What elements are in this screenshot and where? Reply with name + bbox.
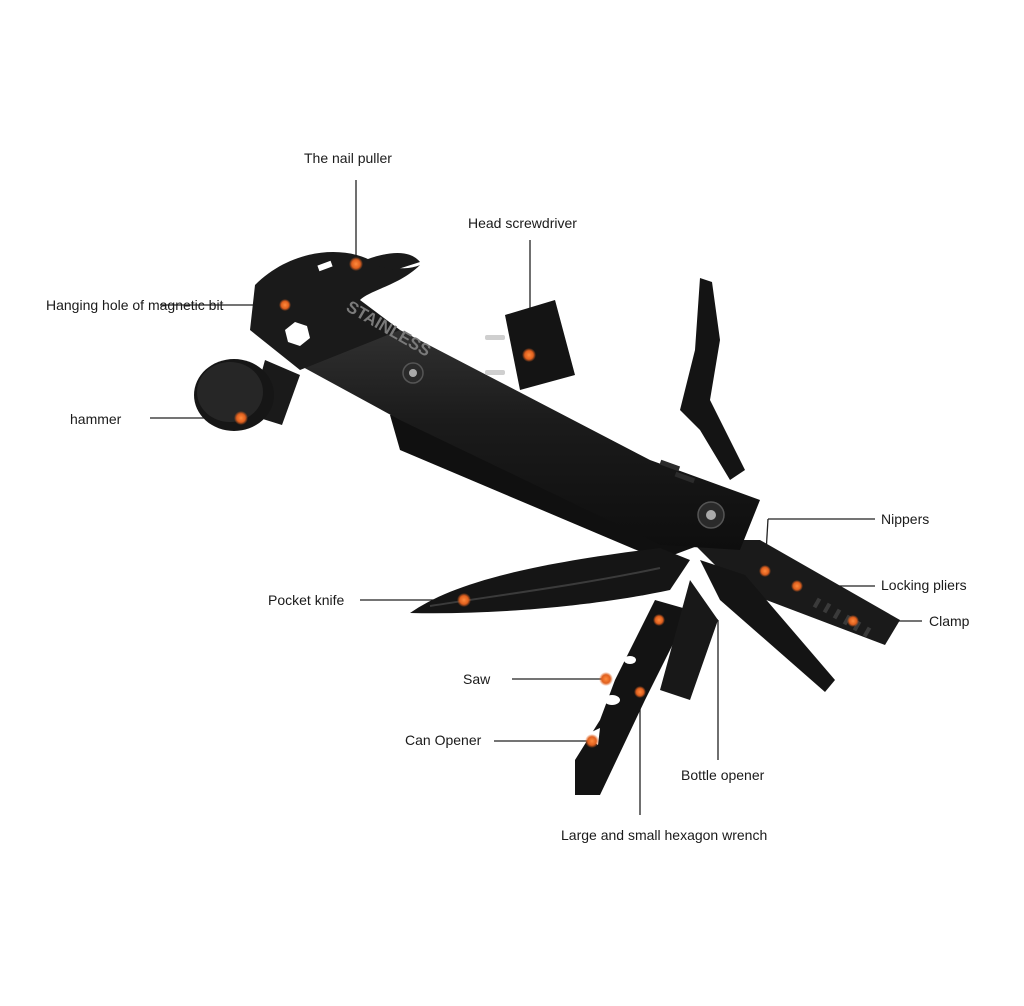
wrench-hole-large <box>604 695 620 705</box>
saw-arm <box>575 600 690 795</box>
marker-bottle-opener <box>653 614 665 626</box>
label-nippers: Nippers <box>881 511 930 527</box>
callout-markers <box>234 257 859 748</box>
claw-slot <box>317 260 333 272</box>
knife-blade <box>410 548 690 614</box>
multitool-body <box>194 252 900 795</box>
nail-puller-claw <box>360 253 420 270</box>
label-clamp: Clamp <box>929 613 970 629</box>
label-can-opener: Can Opener <box>405 732 482 748</box>
bit-holder <box>505 300 575 390</box>
marker-clamp <box>847 615 859 627</box>
label-pocket-knife: Pocket knife <box>268 592 345 608</box>
handle-slots <box>659 459 696 484</box>
marker-hanging-hole <box>279 299 291 311</box>
upright-blade <box>680 278 745 480</box>
label-hammer: hammer <box>70 411 122 427</box>
marker-pocket-knife <box>457 593 471 607</box>
marker-saw <box>599 672 613 686</box>
marker-can-opener <box>585 734 599 748</box>
hex-hole <box>285 322 310 346</box>
marker-hammer <box>234 411 248 425</box>
marker-nippers <box>759 565 771 577</box>
label-head-screwdriver: Head screwdriver <box>468 215 577 231</box>
marker-head-screwdriver <box>522 348 536 362</box>
wrench-hole-small <box>624 656 636 664</box>
label-hex-wrench: Large and small hexagon wrench <box>561 827 768 843</box>
label-locking-pliers: Locking pliers <box>881 577 967 593</box>
main-handle <box>290 290 760 550</box>
label-nail-puller: The nail puller <box>304 150 392 166</box>
marker-nail-puller <box>349 257 363 271</box>
label-hanging-hole: Hanging hole of magnetic bit <box>46 297 224 313</box>
label-bottle-opener: Bottle opener <box>681 767 765 783</box>
bottle-opener-arm <box>660 580 718 700</box>
screwdriver-bits <box>485 335 505 375</box>
marker-locking-pliers <box>791 580 803 592</box>
marker-hex-wrench <box>634 686 646 698</box>
pliers-lower-jaw <box>700 560 835 692</box>
label-saw: Saw <box>463 671 491 687</box>
